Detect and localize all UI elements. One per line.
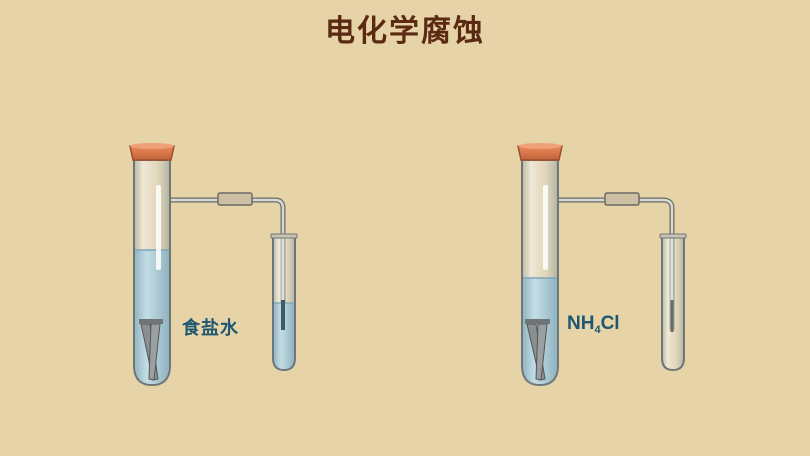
left-test-tube [133,159,171,387]
right-test-tube [521,159,559,387]
left-iron-nail [139,319,163,381]
solution-label-ammonium-chloride: NH4Cl [567,313,620,336]
right-iron-nail [525,319,550,381]
right-connecting-tube [558,197,675,330]
left-tube-joint [217,192,253,206]
left-apparatus [129,143,298,387]
right-tube-joint [604,192,640,206]
page-title: 电化学腐蚀 [325,14,485,49]
solution-label-salt-water: 食盐水 [182,318,239,339]
left-connecting-tube [170,197,286,330]
right-apparatus [517,143,687,387]
formula-tail: Cl [600,313,620,334]
formula-subscript: 4 [594,324,601,336]
formula-main: NH [567,313,595,334]
